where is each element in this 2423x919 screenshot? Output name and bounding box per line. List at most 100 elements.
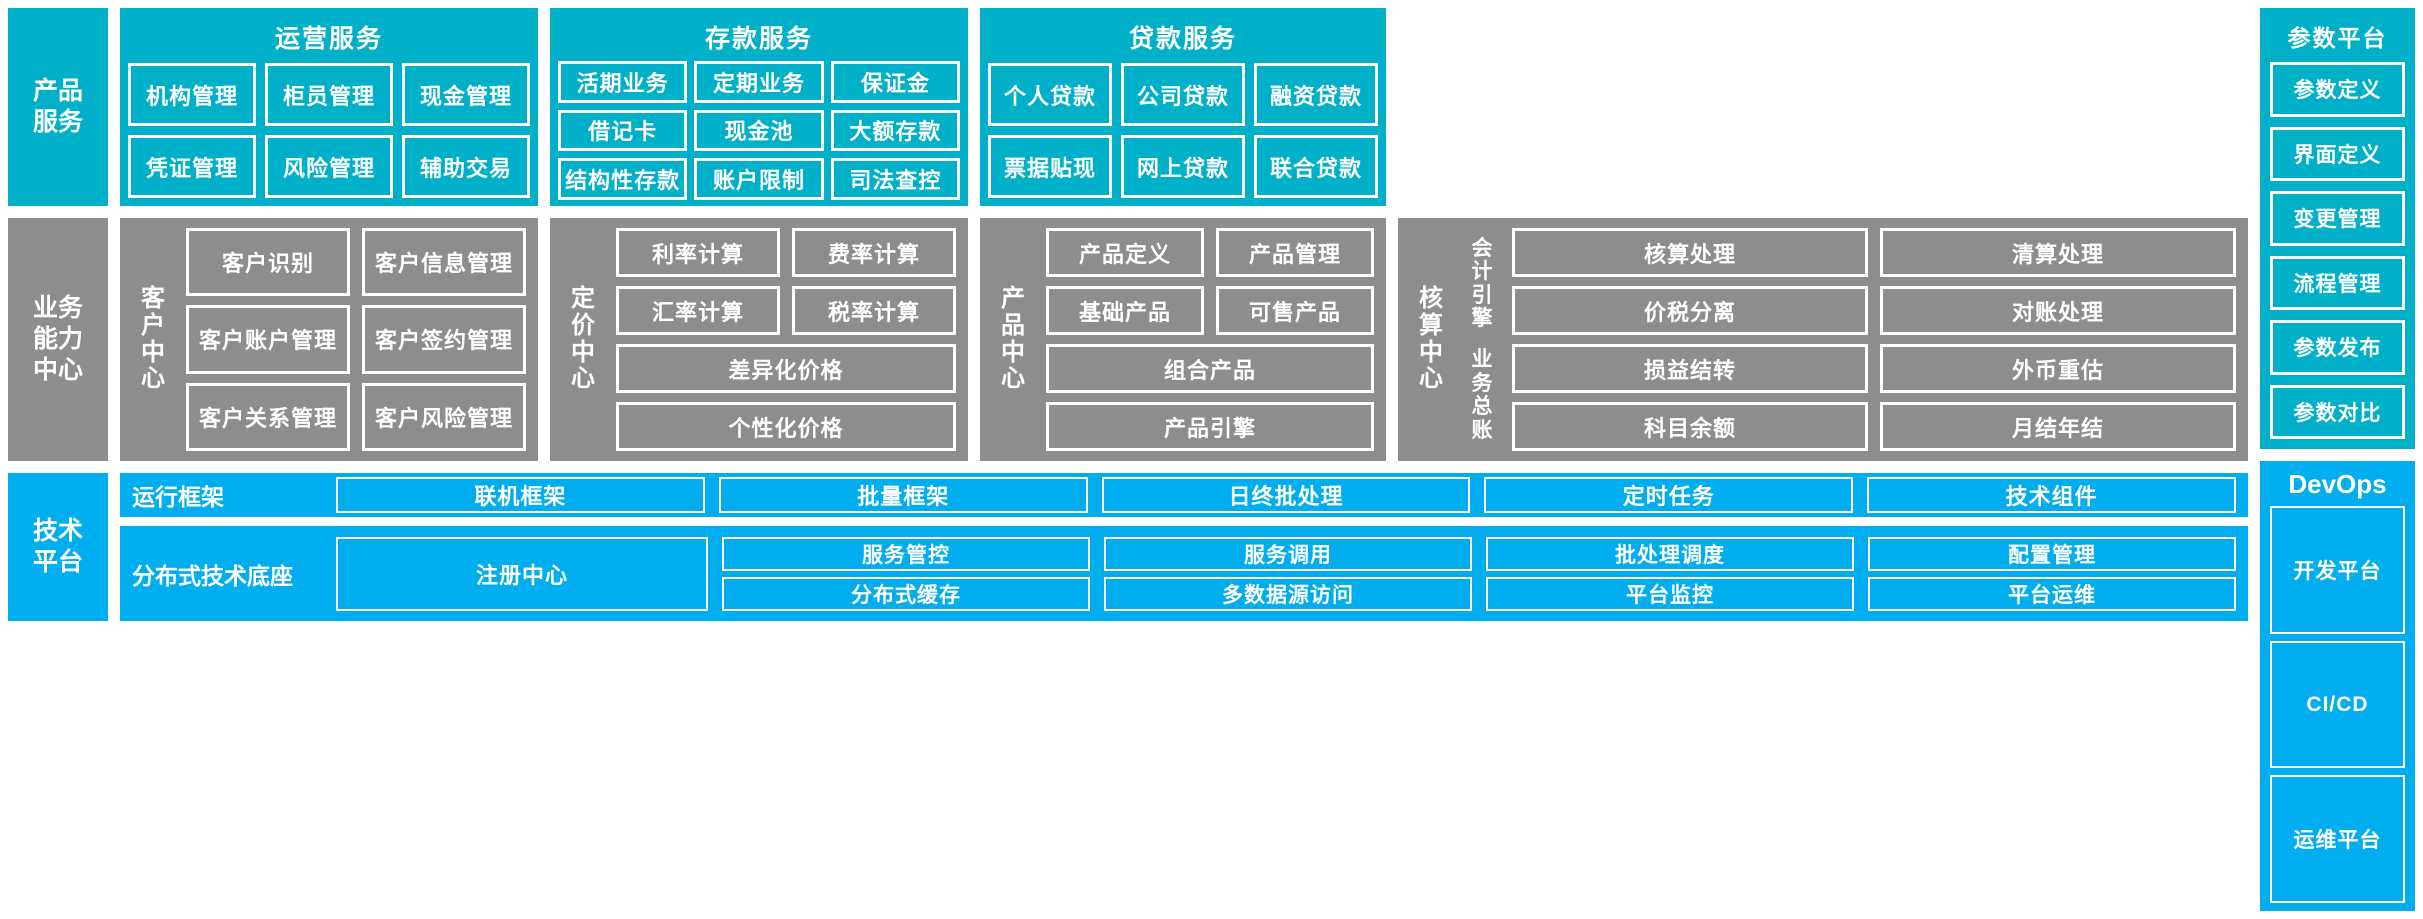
center-customer: 客 户 中 心 客户识别 客户信息管理 客户账户管理 客户签约管理 客户关系管理… [120, 218, 538, 461]
parameter-platform-items: 参数定义 界面定义 变更管理 流程管理 参数发布 参数对比 [2270, 62, 2405, 439]
service-item[interactable]: 联合贷款 [1254, 135, 1378, 198]
service-item[interactable]: 融资贷款 [1254, 63, 1378, 126]
capability-item[interactable]: 差异化价格 [616, 344, 956, 393]
capability-item[interactable]: 客户签约管理 [362, 305, 526, 374]
tech-item[interactable]: 平台监控 [1486, 576, 1854, 611]
parameter-item[interactable]: 参数发布 [2270, 320, 2405, 375]
tech-item-column: 服务管控 分布式缓存 [722, 536, 1090, 611]
row-product-service: 产品 服务 运营服务 机构管理 柜员管理 现金管理 凭证管理 风险管理 辅助交易… [8, 8, 2415, 206]
service-item[interactable]: 大额存款 [830, 109, 960, 152]
tech-item[interactable]: 日终批处理 [1101, 477, 1471, 513]
deposit-service-grid: 活期业务 定期业务 保证金 借记卡 现金池 大额存款 结构性存款 账户限制 司法… [558, 61, 960, 200]
tech-item[interactable]: 技术组件 [1867, 477, 2236, 513]
tech-item-column: 批处理调度 平台监控 [1486, 536, 1854, 611]
capability-item[interactable]: 汇率计算 [616, 286, 780, 335]
capability-item[interactable]: 对账处理 [1880, 286, 2236, 335]
devops-item[interactable]: 开发平台 [2270, 506, 2405, 634]
capability-item[interactable]: 产品引擎 [1046, 402, 1374, 451]
capability-item[interactable]: 产品管理 [1216, 228, 1374, 277]
capability-item[interactable]: 损益结转 [1512, 344, 1868, 393]
service-item[interactable]: 公司贷款 [1121, 63, 1245, 126]
service-item[interactable]: 机构管理 [128, 63, 256, 126]
capability-item[interactable]: 税率计算 [792, 286, 956, 335]
center-row: 客户账户管理 客户签约管理 [186, 305, 526, 374]
operation-service-grid: 机构管理 柜员管理 现金管理 凭证管理 风险管理 辅助交易 [128, 63, 530, 198]
tech-item[interactable]: 批量框架 [718, 477, 1088, 513]
row-label-technical-platform: 技术 平台 [8, 473, 108, 621]
center-row: 核算处理 清算处理 [1512, 228, 2236, 277]
service-item[interactable]: 定期业务 [694, 61, 824, 103]
section-title-loan-service: 贷款服务 [1128, 25, 1237, 53]
capability-item[interactable]: 费率计算 [792, 228, 956, 277]
service-item[interactable]: 司法查控 [830, 158, 960, 200]
capability-item[interactable]: 客户风险管理 [362, 382, 526, 451]
row-label-business-capability-text: 业务 能力 中心 [32, 293, 83, 385]
center-row: 科目余额 月结年结 [1512, 402, 2236, 451]
capability-item[interactable]: 个性化价格 [616, 402, 956, 451]
service-item[interactable]: 个人贷款 [988, 63, 1112, 126]
capability-item[interactable]: 价税分离 [1512, 286, 1868, 335]
section-title-operation-service: 运营服务 [274, 25, 383, 53]
capability-item[interactable]: 客户账户管理 [186, 305, 350, 374]
tech-item-registry[interactable]: 注册中心 [336, 536, 708, 611]
capability-item[interactable]: 产品定义 [1046, 228, 1204, 277]
service-item[interactable]: 活期业务 [558, 61, 688, 103]
service-item[interactable]: 网上贷款 [1121, 135, 1245, 198]
service-item[interactable]: 现金管理 [402, 63, 530, 126]
center-row: 汇率计算 税率计算 [616, 286, 956, 335]
capability-item[interactable]: 客户关系管理 [186, 382, 350, 451]
service-item[interactable]: 保证金 [830, 61, 960, 103]
center-row: 利率计算 费率计算 [616, 228, 956, 277]
parameter-item[interactable]: 参数定义 [2270, 62, 2405, 117]
service-item[interactable]: 结构性存款 [558, 158, 688, 200]
tech-item[interactable]: 多数据源访问 [1104, 576, 1472, 611]
band-label-distributed-base: 分布式技术底座 [132, 562, 293, 589]
parameter-item[interactable]: 流程管理 [2270, 255, 2405, 310]
section-title-devops: DevOps [2288, 469, 2387, 499]
center-pricing: 定 价 中 心 利率计算 费率计算 汇率计算 税率计算 差异化价格 个性化价格 [550, 218, 968, 461]
parameter-item[interactable]: 参数对比 [2270, 384, 2405, 439]
capability-item[interactable]: 利率计算 [616, 228, 780, 277]
center-row: 产品定义 产品管理 [1046, 228, 1374, 277]
capability-item[interactable]: 月结年结 [1880, 402, 2236, 451]
capability-item[interactable]: 外币重估 [1880, 344, 2236, 393]
row-label-business-capability: 业务 能力 中心 [8, 218, 108, 461]
tech-item[interactable]: 服务调用 [1104, 536, 1472, 571]
capability-item[interactable]: 客户信息管理 [362, 228, 526, 297]
tech-item[interactable]: 分布式缓存 [722, 576, 1090, 611]
service-item[interactable]: 票据贴现 [988, 135, 1112, 198]
capability-item[interactable]: 基础产品 [1046, 286, 1204, 335]
center-row: 客户识别 客户信息管理 [186, 228, 526, 297]
tech-item[interactable]: 平台运维 [1868, 576, 2236, 611]
service-item[interactable]: 现金池 [694, 109, 824, 152]
tech-item[interactable]: 批处理调度 [1486, 536, 1854, 571]
capability-item[interactable]: 可售产品 [1216, 286, 1374, 335]
section-devops: DevOps 开发平台 CI/CD 运维平台 [2260, 461, 2415, 911]
capability-item[interactable]: 组合产品 [1046, 344, 1374, 393]
pricing-center-body: 利率计算 费率计算 汇率计算 税率计算 差异化价格 个性化价格 [616, 228, 956, 451]
service-item[interactable]: 风险管理 [265, 135, 393, 198]
capability-item[interactable]: 核算处理 [1512, 228, 1868, 277]
tech-item[interactable]: 服务管控 [722, 536, 1090, 571]
product-center-body: 产品定义 产品管理 基础产品 可售产品 组合产品 产品引擎 [1046, 228, 1374, 451]
section-parameter-platform: 参数平台 参数定义 界面定义 变更管理 流程管理 参数发布 参数对比 [2260, 8, 2415, 449]
parameter-item[interactable]: 变更管理 [2270, 191, 2405, 246]
service-item[interactable]: 辅助交易 [402, 135, 530, 198]
devops-item[interactable]: 运维平台 [2270, 775, 2405, 904]
parameter-item[interactable]: 界面定义 [2270, 126, 2405, 181]
section-operation-service: 运营服务 机构管理 柜员管理 现金管理 凭证管理 风险管理 辅助交易 [120, 8, 538, 206]
tech-item[interactable]: 配置管理 [1868, 536, 2236, 571]
center-label-product: 产 品 中 心 [1001, 284, 1025, 393]
service-item[interactable]: 凭证管理 [128, 135, 256, 198]
devops-item[interactable]: CI/CD [2270, 640, 2405, 769]
service-item[interactable]: 柜员管理 [265, 63, 393, 126]
capability-item[interactable]: 客户识别 [186, 228, 350, 297]
service-item[interactable]: 账户限制 [694, 158, 824, 200]
capability-item[interactable]: 清算处理 [1880, 228, 2236, 277]
service-item[interactable]: 借记卡 [558, 109, 688, 152]
tech-item[interactable]: 联机框架 [336, 477, 705, 513]
capability-item[interactable]: 科目余额 [1512, 402, 1868, 451]
tech-item[interactable]: 定时任务 [1484, 477, 1854, 513]
accounting-sub-labels: 会 计 引 擎 业 务 总 账 [1464, 228, 1500, 451]
